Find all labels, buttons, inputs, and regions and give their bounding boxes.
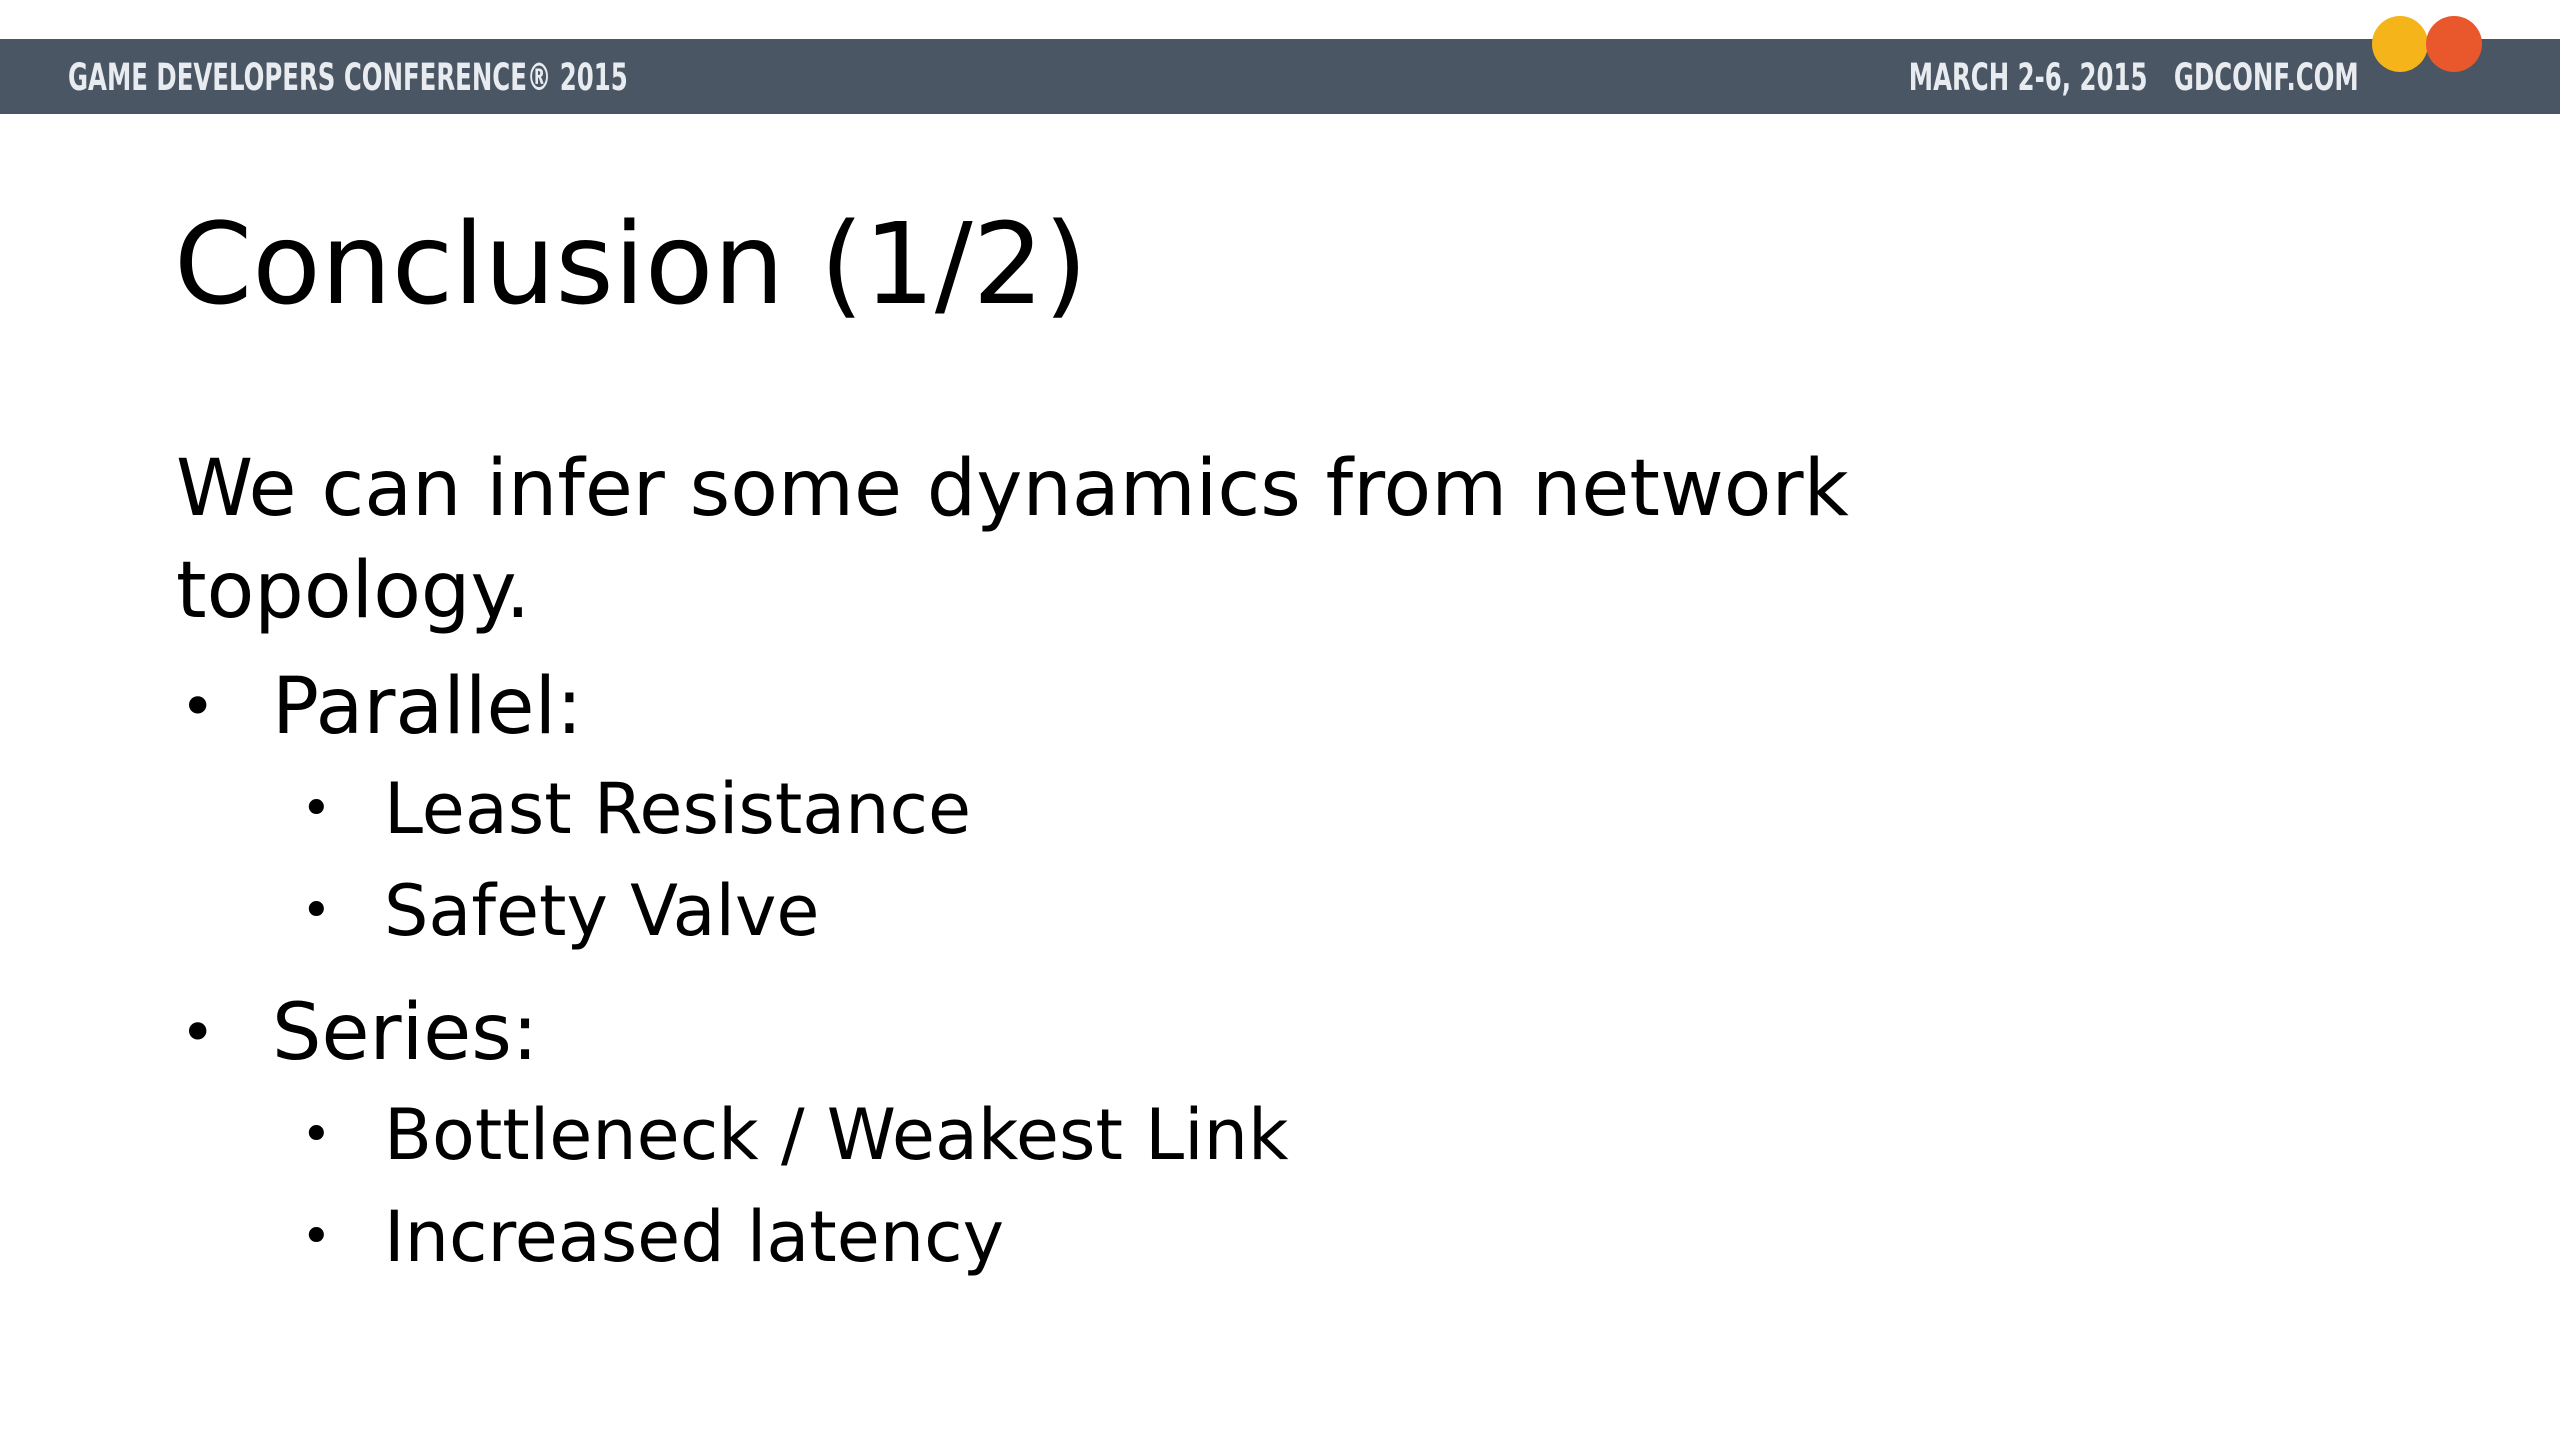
sub-bullet-item: • Increased latency (176, 1186, 2376, 1288)
intro-text: We can infer some dynamics from network … (176, 438, 2376, 642)
sub-bullet-dot-icon: • (301, 1105, 332, 1165)
sub-bullet-item: • Bottleneck / Weakest Link (176, 1084, 2376, 1186)
bullet-list: • Parallel: • Least Resistance • Safety … (176, 656, 2376, 1288)
logo-orange-shape (2426, 16, 2482, 72)
conference-dates: MARCH 2-6, 2015 (1909, 56, 2148, 99)
header-right: MARCH 2-6, 2015 GDCONF.COM (1909, 39, 2359, 114)
conference-website: GDCONF.COM (2174, 56, 2359, 99)
sub-bullet-item: • Safety Valve (176, 860, 2376, 962)
sub-bullet-list: • Bottleneck / Weakest Link • Increased … (272, 1084, 2376, 1288)
bullet-dot-icon: • (180, 998, 216, 1068)
intro-line-2: topology. (176, 546, 531, 636)
conference-name: GAME DEVELOPERS CONFERENCE® 2015 (68, 56, 628, 99)
slide-title: Conclusion (1/2) (174, 200, 1088, 330)
sub-bullet-label: Safety Valve (384, 870, 820, 952)
bullet-label: Parallel: (272, 662, 583, 752)
bullet-item-parallel: • Parallel: • Least Resistance • Safety … (176, 656, 2376, 962)
sub-bullet-dot-icon: • (301, 881, 332, 941)
sub-bullet-dot-icon: • (301, 1207, 332, 1267)
bullet-dot-icon: • (180, 672, 216, 742)
logo-yellow-shape (2372, 16, 2428, 72)
header-bar: GAME DEVELOPERS CONFERENCE® 2015 MARCH 2… (0, 39, 2560, 114)
sub-bullet-item: • Least Resistance (176, 758, 2376, 860)
gdc-logo-icon (2372, 16, 2482, 72)
sub-bullet-list: • Least Resistance • Safety Valve (272, 758, 2376, 962)
intro-line-1: We can infer some dynamics from network (176, 444, 1849, 534)
sub-bullet-label: Bottleneck / Weakest Link (384, 1094, 1289, 1176)
sub-bullet-label: Least Resistance (384, 768, 972, 850)
slide-body: We can infer some dynamics from network … (176, 438, 2376, 1288)
sub-bullet-dot-icon: • (301, 779, 332, 839)
bullet-label: Series: (272, 988, 539, 1078)
bullet-item-series: • Series: • Bottleneck / Weakest Link • … (176, 982, 2376, 1288)
sub-bullet-label: Increased latency (384, 1196, 1005, 1278)
